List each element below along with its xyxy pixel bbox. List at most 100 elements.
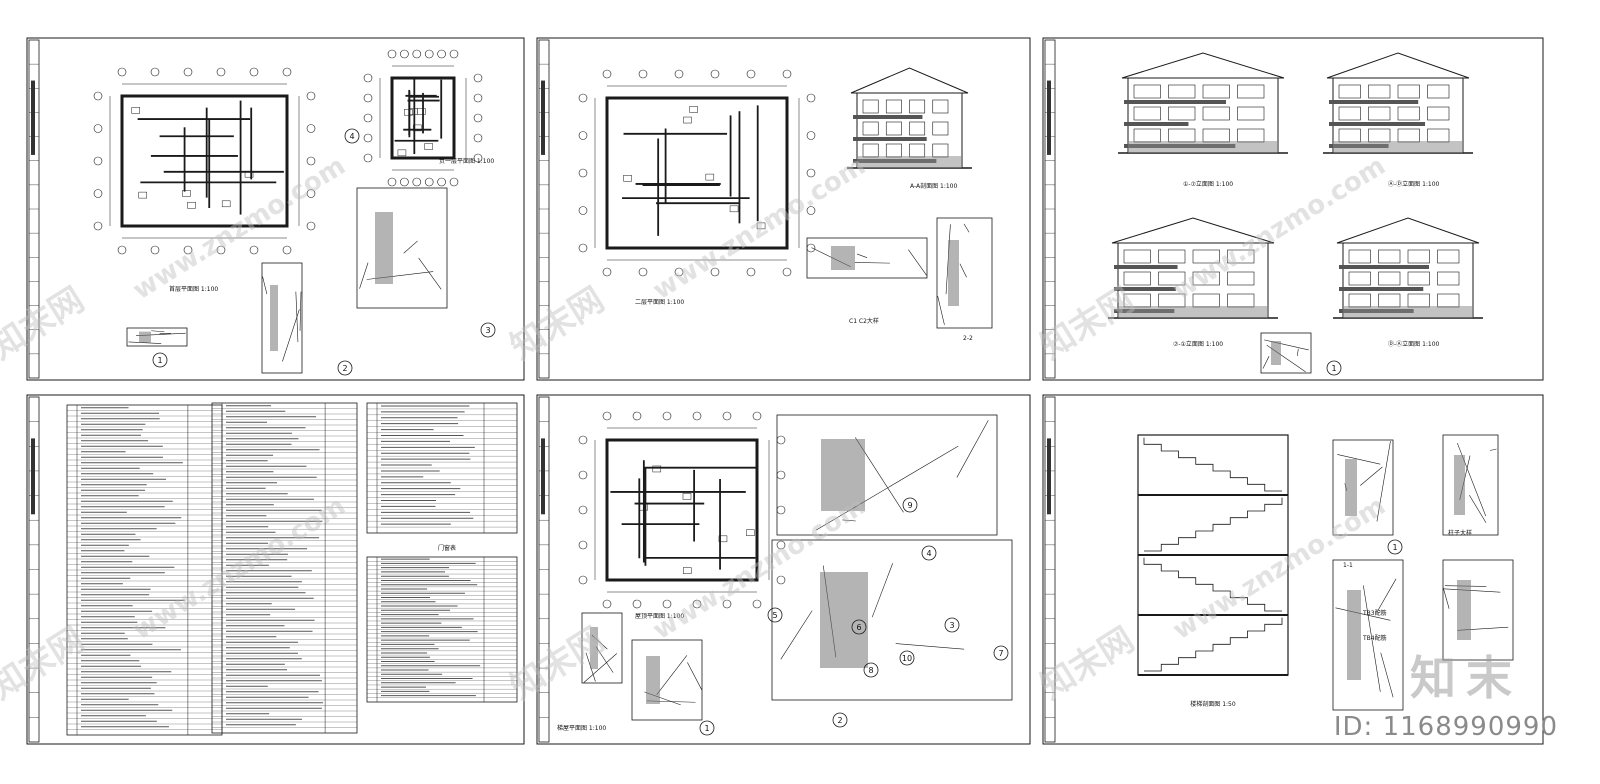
detail-index-circle [851, 619, 867, 635]
facade-window [909, 121, 926, 136]
sheet-frame [1042, 394, 1544, 745]
detail-index-circle [899, 650, 915, 666]
axis-bubble [662, 411, 672, 421]
axis-bubble [638, 69, 648, 79]
facade-window [932, 99, 949, 114]
axis-bubble [473, 93, 483, 103]
axis-bubble [363, 153, 373, 163]
plan-outer-wall [120, 94, 289, 228]
facade-window [1133, 106, 1161, 121]
axis-bubble [93, 156, 103, 166]
detail-line [1380, 652, 1394, 698]
detail-section-hatch [948, 240, 959, 306]
axis-bubble [722, 411, 732, 421]
detail-line [1337, 454, 1381, 465]
axis-bubble [437, 49, 446, 59]
plinth-hatch [1128, 141, 1278, 153]
axis-bubble [473, 113, 483, 123]
facade-window [1397, 84, 1420, 99]
facade-window [1437, 249, 1460, 264]
plan-fixture [652, 465, 662, 473]
detail-line [359, 262, 369, 289]
axis-bubble [449, 49, 459, 59]
balcony-railing [1114, 265, 1178, 269]
axis-bubble [776, 575, 786, 585]
facade-window [1348, 249, 1371, 264]
plan-fixture [623, 175, 632, 182]
detail-caption: TB3配筋 [1362, 609, 1387, 617]
detail-line [262, 276, 268, 295]
detail-line [1376, 441, 1391, 522]
axis-bubble [746, 267, 756, 277]
detail-line [1360, 466, 1383, 486]
balcony-railing [1124, 122, 1189, 126]
detail-index-number: 7 [998, 649, 1003, 658]
detail-outline [771, 539, 1013, 701]
detail-index-circle [1326, 360, 1342, 376]
plan-fixture [682, 493, 692, 500]
detail-line [937, 296, 945, 325]
plan-fixture [404, 108, 413, 116]
detail-line [1469, 494, 1487, 523]
plinth-hatch [1333, 141, 1463, 153]
detail-line [959, 263, 967, 278]
facade-window [909, 99, 926, 114]
detail-index-circle [344, 128, 360, 144]
image-id-label: ID: 1168990990 [1333, 712, 1558, 742]
detail-section-hatch [590, 627, 598, 669]
facade-window [1378, 249, 1401, 264]
axis-bubble [363, 93, 373, 103]
axis-bubble [93, 221, 103, 231]
roof-outline [1326, 52, 1470, 79]
detail-index-circle [767, 607, 783, 623]
facade-window [1437, 271, 1460, 286]
stair-flight [1144, 497, 1283, 552]
detail-outline [1442, 559, 1514, 661]
facade-window [1227, 271, 1255, 286]
plan-fixture [683, 567, 692, 574]
axis-bubble [216, 67, 226, 77]
axis-bubble [806, 131, 816, 140]
detail-index-number: 2 [342, 364, 347, 373]
detail-line [418, 257, 442, 290]
stair-flight [1144, 617, 1283, 672]
detail-outline [631, 639, 703, 721]
facade-window [1407, 271, 1430, 286]
section-caption: A-A剖面图 1:100 [910, 182, 957, 190]
facade-window [1192, 249, 1220, 264]
axis-bubble [578, 243, 588, 253]
detail-index-number: 1 [157, 356, 162, 365]
detail-index-number: 1 [1392, 543, 1397, 552]
axis-bubble [412, 49, 422, 59]
facade-window [1338, 106, 1361, 121]
detail-index-circle [902, 497, 918, 513]
drawing-sheet: 门窗表 [26, 394, 525, 745]
axis-bubble [692, 411, 702, 421]
detail-line [780, 610, 813, 660]
facade-window [1192, 271, 1220, 286]
detail-outline [261, 262, 303, 374]
detail-line [583, 653, 617, 683]
axis-bubble [306, 156, 316, 166]
detail-line [1335, 607, 1391, 621]
plan-outer-wall [605, 96, 789, 250]
plan-fixture [221, 200, 231, 208]
axis-bubble [282, 67, 292, 77]
detail-line [854, 262, 890, 264]
balcony-railing [1329, 100, 1419, 104]
facade-window [885, 99, 902, 114]
detail-index-number: 1 [1331, 364, 1336, 373]
axis-bubble [363, 73, 373, 83]
axis-bubble [578, 470, 588, 480]
plan-outer-wall [390, 76, 456, 160]
detail-line [1262, 356, 1270, 369]
detail-caption: C1 C2大样 [849, 317, 879, 325]
detail-outline [936, 217, 993, 329]
axis-bubble [363, 133, 373, 143]
plan-title: 屋顶平面图 1:100 [635, 613, 684, 620]
stair-flight [1143, 437, 1282, 492]
